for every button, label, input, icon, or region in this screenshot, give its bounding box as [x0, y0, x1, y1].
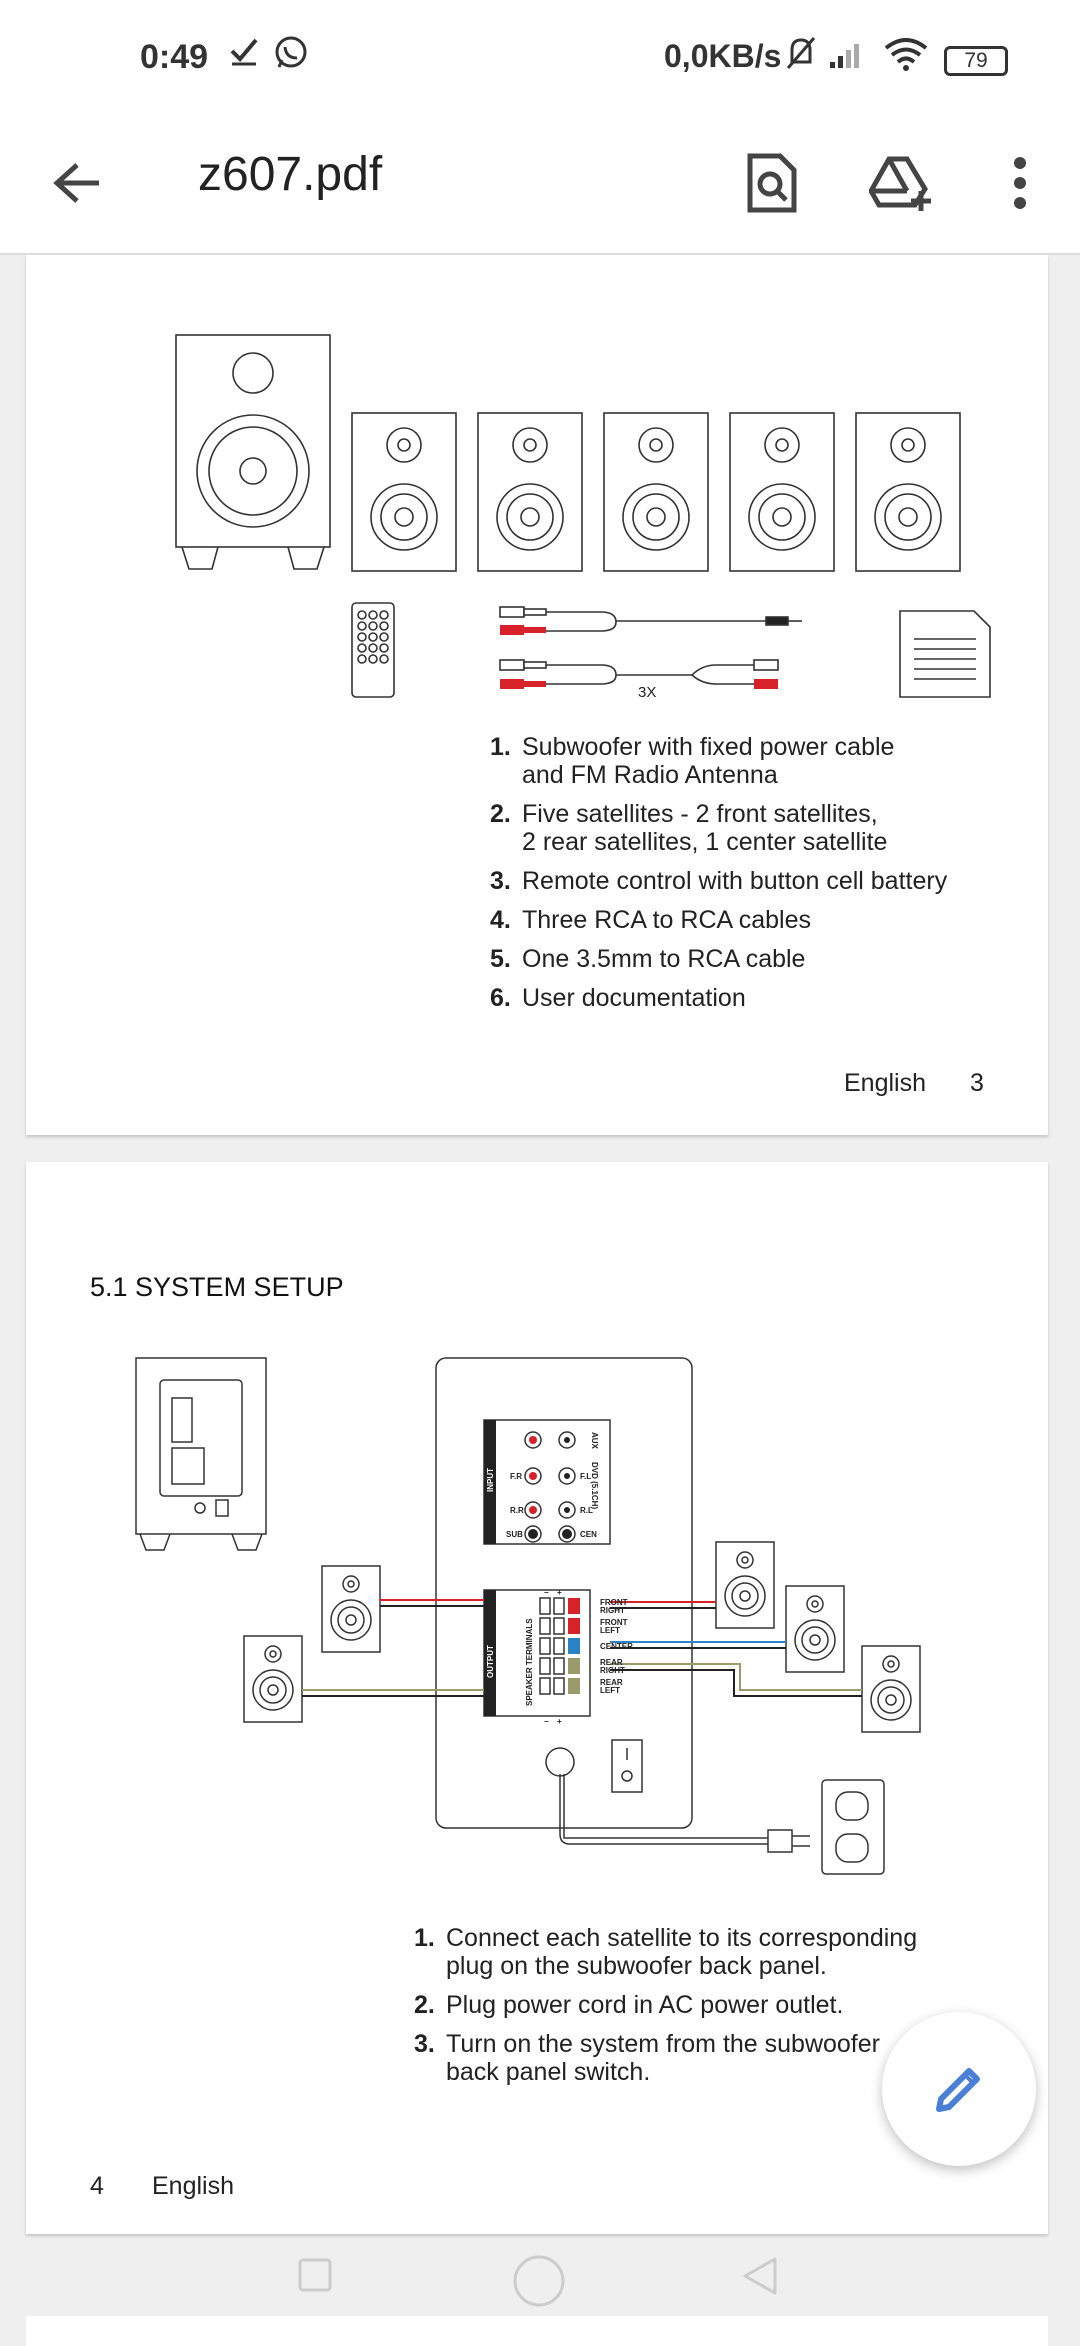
label-minus-bottom: −: [544, 1717, 549, 1726]
wifi-icon: [884, 38, 928, 77]
edit-pencil-icon: [936, 2068, 980, 2112]
label-plus: +: [557, 1588, 562, 1597]
battery-icon: 79: [944, 46, 1008, 76]
page-footer-language: English: [152, 2172, 234, 2200]
whatsapp-icon: [272, 34, 310, 77]
list-item: 3.Remote control with button cell batter…: [490, 867, 948, 895]
package-contents-diagram: 3X: [175, 334, 991, 701]
label-minus: −: [544, 1588, 549, 1597]
system-setup-diagram: F.R F.L R.R R.L SUB CEN − + − + FRONT RI…: [135, 1357, 921, 1875]
label-aux: AUX: [590, 1432, 599, 1450]
label-input: INPUT: [486, 1468, 495, 1492]
terminal-label: RIGHT: [600, 1666, 625, 1675]
search-document-button[interactable]: [730, 141, 814, 225]
terminal-label: LEFT: [600, 1686, 620, 1695]
add-to-drive-icon: [869, 156, 931, 211]
recents-button[interactable]: [298, 2258, 332, 2297]
home-button[interactable]: [512, 2254, 566, 2313]
system-back-button[interactable]: [742, 2256, 778, 2301]
section-title: 5.1 SYSTEM SETUP: [90, 1272, 344, 1302]
navigation-bar: [0, 2234, 1080, 2340]
setup-steps-list: 1.Connect each satellite to its correspo…: [414, 1924, 934, 2097]
subwoofer-drawing: [175, 334, 331, 570]
more-options-button[interactable]: [978, 141, 1062, 225]
remote-control-drawing: [351, 602, 395, 698]
list-item: 2.Plug power cord in AC power outlet.: [414, 1991, 844, 2019]
label-fr: F.R: [510, 1472, 522, 1481]
search-document-icon: [747, 153, 797, 213]
back-panel-drawing: [435, 1357, 693, 1829]
subwoofer-rear-drawing: [135, 1357, 267, 1551]
label-sub: SUB: [506, 1530, 523, 1539]
package-contents-list: 1.Subwoofer with fixed power cable and F…: [490, 733, 1010, 1023]
app-bar: z607.pdf: [0, 125, 1080, 255]
terminal-label: CENTER: [600, 1642, 633, 1651]
document-title: z607.pdf: [198, 148, 383, 201]
status-bar: 0:49 0,0KB/s 79: [0, 0, 1080, 125]
square-icon: [298, 2258, 332, 2292]
network-speed: 0,0KB/s: [664, 38, 782, 74]
label-fl: F.L: [580, 1472, 591, 1481]
add-to-drive-button[interactable]: [860, 141, 944, 225]
label-cen: CEN: [580, 1530, 597, 1539]
mute-bell-icon: [784, 34, 818, 77]
pdf-page-4: 5.1 SYSTEM SETUP: [26, 1162, 1048, 2234]
arrow-back-icon: [53, 163, 99, 203]
terminal-label: REAR: [600, 1678, 623, 1687]
list-item: 3.Turn on the system from the subwoofer …: [414, 2030, 880, 2086]
wall-outlet-drawing: [821, 1779, 885, 1875]
back-button[interactable]: [36, 141, 120, 225]
label-rr: R.R: [510, 1506, 524, 1515]
check-icon: [228, 34, 262, 73]
label-speaker-terminals: SPEAKER TERMINALS: [525, 1618, 534, 1706]
list-item: 2.Five satellites - 2 front satellites, …: [490, 800, 888, 856]
terminal-label: LEFT: [600, 1626, 620, 1635]
pdf-page-3: 3X 1.Subwoofer with fixed power cable an…: [26, 255, 1048, 1135]
satellite-speakers-drawing: [351, 412, 961, 572]
signal-icon: [828, 40, 868, 75]
page-footer-language: English: [844, 1069, 926, 1097]
terminal-label: FRONT: [600, 1618, 628, 1627]
label-dvd: DVD (5.1CH): [590, 1462, 599, 1509]
triangle-back-icon: [743, 2257, 777, 2295]
list-item: 1.Connect each satellite to its correspo…: [414, 1924, 918, 1980]
page-number: 4: [90, 2172, 104, 2200]
terminal-label: FRONT: [600, 1598, 628, 1607]
cable-quantity-label: 3X: [638, 684, 656, 701]
list-item: 1.Subwoofer with fixed power cable and F…: [490, 733, 895, 789]
list-item: 4.Three RCA to RCA cables: [490, 906, 812, 934]
more-vert-icon: [1014, 157, 1026, 209]
label-rl: R.L: [580, 1506, 593, 1515]
list-item: 5.One 3.5mm to RCA cable: [490, 945, 806, 973]
user-documentation-drawing: [899, 610, 991, 698]
circle-icon: [513, 2255, 565, 2307]
edit-fab-button[interactable]: [882, 2012, 1036, 2166]
terminal-label: RIGHT: [600, 1606, 625, 1615]
status-time: 0:49: [140, 38, 209, 76]
cables-drawing: [546, 611, 802, 685]
terminal-label: REAR: [600, 1658, 623, 1667]
label-plus-bottom: +: [557, 1717, 562, 1726]
list-item: 6.User documentation: [490, 984, 746, 1012]
page-number: 3: [970, 1069, 984, 1097]
label-output: OUTPUT: [486, 1645, 495, 1678]
